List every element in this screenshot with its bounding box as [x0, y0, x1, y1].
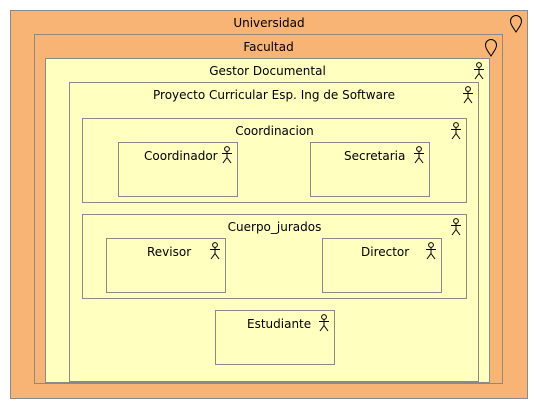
actor-icon — [424, 242, 438, 260]
proyecto-curricular-label: Proyecto Curricular Esp. Ing de Software — [153, 88, 395, 102]
actor-icon — [412, 146, 426, 164]
revisor-label: Revisor — [147, 245, 192, 259]
cuerpo-jurados-label: Cuerpo_jurados — [227, 220, 322, 234]
gestor-documental-label: Gestor Documental — [209, 64, 326, 78]
location-pin-icon — [484, 39, 498, 57]
director-label: Director — [361, 245, 410, 259]
actor-icon — [220, 146, 234, 164]
actor-icon — [317, 314, 331, 332]
actor-icon — [461, 86, 475, 104]
coordinador-role: Coordinador — [118, 142, 238, 197]
estudiante-role: Estudiante — [215, 310, 335, 365]
location-pin-icon — [509, 15, 523, 33]
secretaria-label: Secretaria — [344, 149, 406, 163]
actor-icon — [449, 218, 463, 236]
revisor-role: Revisor — [106, 238, 226, 293]
secretaria-role: Secretaria — [310, 142, 430, 197]
estudiante-label: Estudiante — [247, 317, 312, 331]
actor-icon — [449, 122, 463, 140]
coordinador-label: Coordinador — [144, 149, 218, 163]
coordinacion-label: Coordinacion — [235, 124, 314, 138]
director-role: Director — [322, 238, 442, 293]
facultad-label: Facultad — [243, 40, 294, 54]
universidad-label: Universidad — [233, 16, 305, 30]
actor-icon — [472, 62, 486, 80]
actor-icon — [208, 242, 222, 260]
